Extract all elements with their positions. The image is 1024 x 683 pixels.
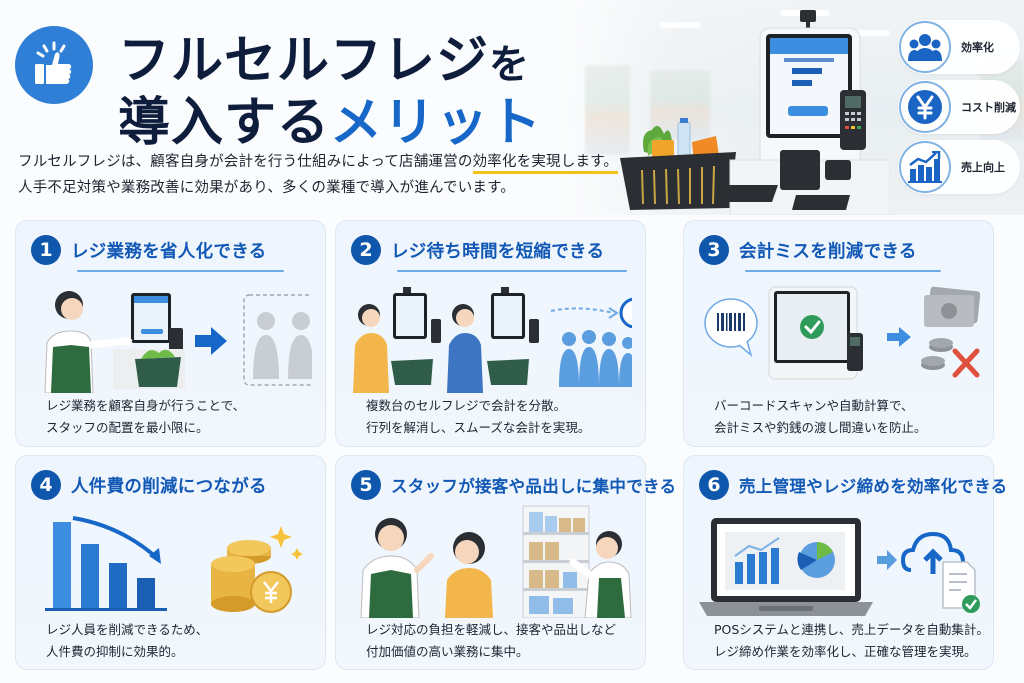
benefit-card-3: 3 会計ミスを削減できる バーコードスキャンや自動計算で、 会計ミスや釣銭の渡し…: [683, 220, 994, 447]
lead-text-line1: フルセルフレジは、顧客自身が会計を行う仕組みによって店舗運営の効率化を実現します…: [18, 150, 619, 174]
badge-cost-reduction: コスト削減: [898, 80, 1020, 134]
card-title: 売上管理やレジ締めを効率化できる: [739, 477, 1008, 496]
thumbs-up-icon: [15, 26, 93, 104]
card-description: バーコードスキャンや自動計算で、 会計ミスや釣銭の渡し間違いを防止。: [714, 398, 927, 435]
shopping-basket-illustration: [620, 118, 736, 210]
pos-cloud-sync-illustration: [699, 518, 980, 616]
barcode-scan-illustration: [704, 286, 980, 380]
title-underline: [397, 270, 627, 272]
badge-efficiency: 効率化: [898, 20, 1020, 74]
benefit-card-1: 1 レジ業務を省人化できる レジ業務を顧客自身が行うことで、 スタッフの配置を最…: [15, 220, 326, 447]
benefit-card-5: 5 スタッフが接客や品出しに集中できる レジ対応の負担を軽減し、接客や品出しなど…: [335, 455, 676, 670]
cost-reduction-chart-illustration: [45, 516, 303, 613]
benefit-card-4: 4 人件費の削減につながる レジ人員を削減できるため、 人件費の抑制に効果的。: [15, 455, 326, 670]
number-badge: 3: [699, 235, 729, 265]
number-badge: 4: [31, 470, 61, 500]
page-title-line2: 導入するメリット: [118, 93, 543, 153]
hero-section: フルセルフレジを 導入するメリット フルセルフレジは、顧客自身が会計を行う仕組み…: [0, 0, 1024, 215]
growth-chart-icon: [908, 151, 942, 183]
badge-sales-growth: 売上向上: [898, 140, 1020, 194]
card-description: POSシステムと連携し、売上データを自動集計。 レジ締め作業を効率化し、正確な管…: [714, 622, 989, 659]
card-title: レジ待ち時間を短縮できる: [391, 241, 605, 262]
card-title: 人件費の削減につながる: [71, 476, 267, 497]
page-title-line1: フルセルフレジを: [118, 31, 531, 91]
yen-icon: [908, 90, 942, 124]
number-badge: 5: [351, 470, 381, 500]
highlight-text: 効率化を実現します。: [472, 154, 619, 174]
people-icon: [908, 34, 942, 61]
card-description: レジ業務を顧客自身が行うことで、 スタッフの配置を最小限に。: [46, 398, 246, 435]
lead-text-line2: 人手不足対策や業務改善に効果があり、多くの業種で導入が進んでいます。: [18, 180, 516, 196]
staff-at-kiosk-illustration: [44, 291, 312, 393]
card-description: レジ対応の負担を軽減し、接客や品出しなど 付加価値の高い業務に集中。: [366, 622, 617, 659]
card-title: レジ業務を省人化できる: [71, 241, 267, 262]
benefit-card-6: 6 売上管理やレジ締めを効率化できる POSシステムと連携し、売上データを自動集…: [683, 455, 1007, 670]
staff-serving-customer-illustration: [360, 505, 632, 618]
multiple-kiosks-illustration: [353, 287, 632, 393]
card-title: スタッフが接客や品出しに集中できる: [391, 477, 677, 496]
card-description: 複数台のセルフレジで会計を分散。 行列を解消し、スムーズな会計を実現。: [366, 398, 591, 435]
card-title: 会計ミスを削減できる: [739, 241, 917, 262]
benefit-card-2: 2 レジ待ち時間を短縮できる 複数台のセルフレジで会計を分散。 行列を解消し、ス…: [335, 220, 646, 447]
number-badge: 2: [351, 235, 381, 265]
title-underline: [77, 270, 284, 272]
card-description: レジ人員を削減できるため、 人件費の抑制に効果的。: [46, 622, 209, 659]
number-badge: 6: [699, 470, 729, 500]
self-checkout-kiosk-illustration: [718, 10, 890, 215]
number-badge: 1: [31, 235, 61, 265]
title-underline: [745, 270, 941, 272]
